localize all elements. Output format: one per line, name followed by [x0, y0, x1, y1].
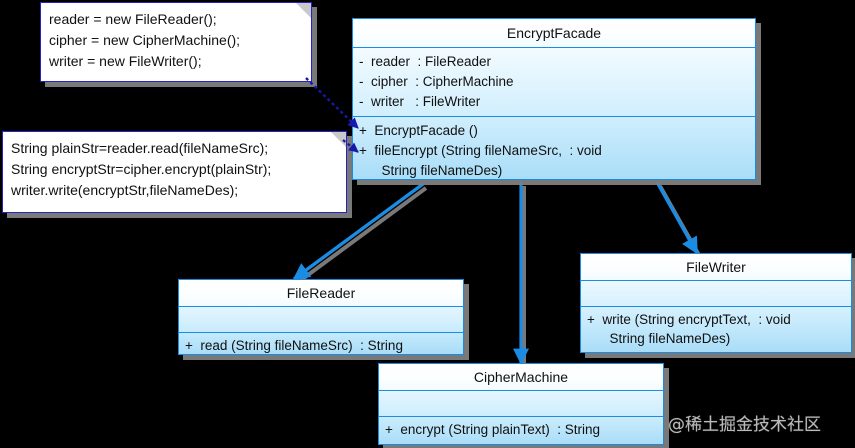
operation-line: String fileNameDes): [359, 163, 503, 178]
note-line: reader = new FileReader();: [49, 11, 217, 27]
note-line: String plainStr=reader.read(fileNameSrc)…: [11, 140, 269, 156]
class-attributes-filereader: [179, 307, 463, 333]
note-line: String encryptStr=cipher.encrypt(plainSt…: [11, 161, 272, 177]
class-attributes-ciphermachine: [379, 391, 663, 417]
class-name-filereader: FileReader: [179, 280, 463, 307]
operation-line: + write (String encryptText, : void: [587, 312, 791, 327]
attribute-line: - writer : FileWriter: [359, 94, 481, 109]
note-body: String plainStr=reader.read(fileNameSrc)…: [3, 132, 346, 207]
class-attributes-encryptfacade: - reader : FileReader - cipher : CipherM…: [353, 48, 755, 117]
class-name-filewriter: FileWriter: [581, 254, 851, 281]
attribute-line: - reader : FileReader: [359, 54, 492, 69]
assoc-facade-filewriter: [655, 181, 699, 255]
uml-class-encryptfacade[interactable]: EncryptFacade - reader : FileReader - ci…: [352, 18, 756, 180]
note-line: writer.write(encryptStr,fileNameDes);: [11, 182, 239, 198]
uml-class-ciphermachine[interactable]: CipherMachine + encrypt (String plainTex…: [378, 363, 664, 445]
class-attributes-filewriter: [581, 281, 851, 307]
class-operations-filewriter: + write (String encryptText, : void Stri…: [581, 307, 851, 351]
note-fold-icon: [331, 132, 346, 147]
uml-class-filewriter[interactable]: FileWriter + write (String encryptText, …: [580, 253, 852, 353]
uml-note-method[interactable]: String plainStr=reader.read(fileNameSrc)…: [2, 131, 347, 213]
uml-note-constructor[interactable]: reader = new FileReader(); cipher = new …: [40, 2, 312, 82]
note-line: writer = new FileWriter();: [49, 53, 202, 69]
operation-line: + encrypt (String plainText) : String: [385, 422, 600, 437]
note-line: cipher = new CipherMachine();: [49, 32, 241, 48]
class-name-ciphermachine: CipherMachine: [379, 364, 663, 391]
class-operations-encryptfacade: + EncryptFacade () + fileEncrypt (String…: [353, 117, 755, 184]
class-name-encryptfacade: EncryptFacade: [353, 19, 755, 48]
watermark-text: @稀土掘金技术社区: [668, 415, 821, 435]
note-fold-icon: [296, 3, 311, 18]
attribute-line: - cipher : CipherMachine: [359, 74, 514, 89]
operation-line: + EncryptFacade (): [359, 123, 478, 138]
operation-line: + read (String fileNameSrc) : String: [185, 338, 403, 353]
operation-line: String fileNameDes): [587, 331, 731, 346]
class-operations-ciphermachine: + encrypt (String plainText) : String: [379, 417, 663, 442]
class-operations-filereader: + read (String fileNameSrc) : String: [179, 333, 463, 358]
note-body: reader = new FileReader(); cipher = new …: [41, 3, 311, 78]
operation-line: + fileEncrypt (String fileNameSrc, : voi…: [359, 143, 602, 158]
assoc-facade-filereader: [292, 182, 425, 281]
uml-class-filereader[interactable]: FileReader + read (String fileNameSrc) :…: [178, 279, 464, 355]
